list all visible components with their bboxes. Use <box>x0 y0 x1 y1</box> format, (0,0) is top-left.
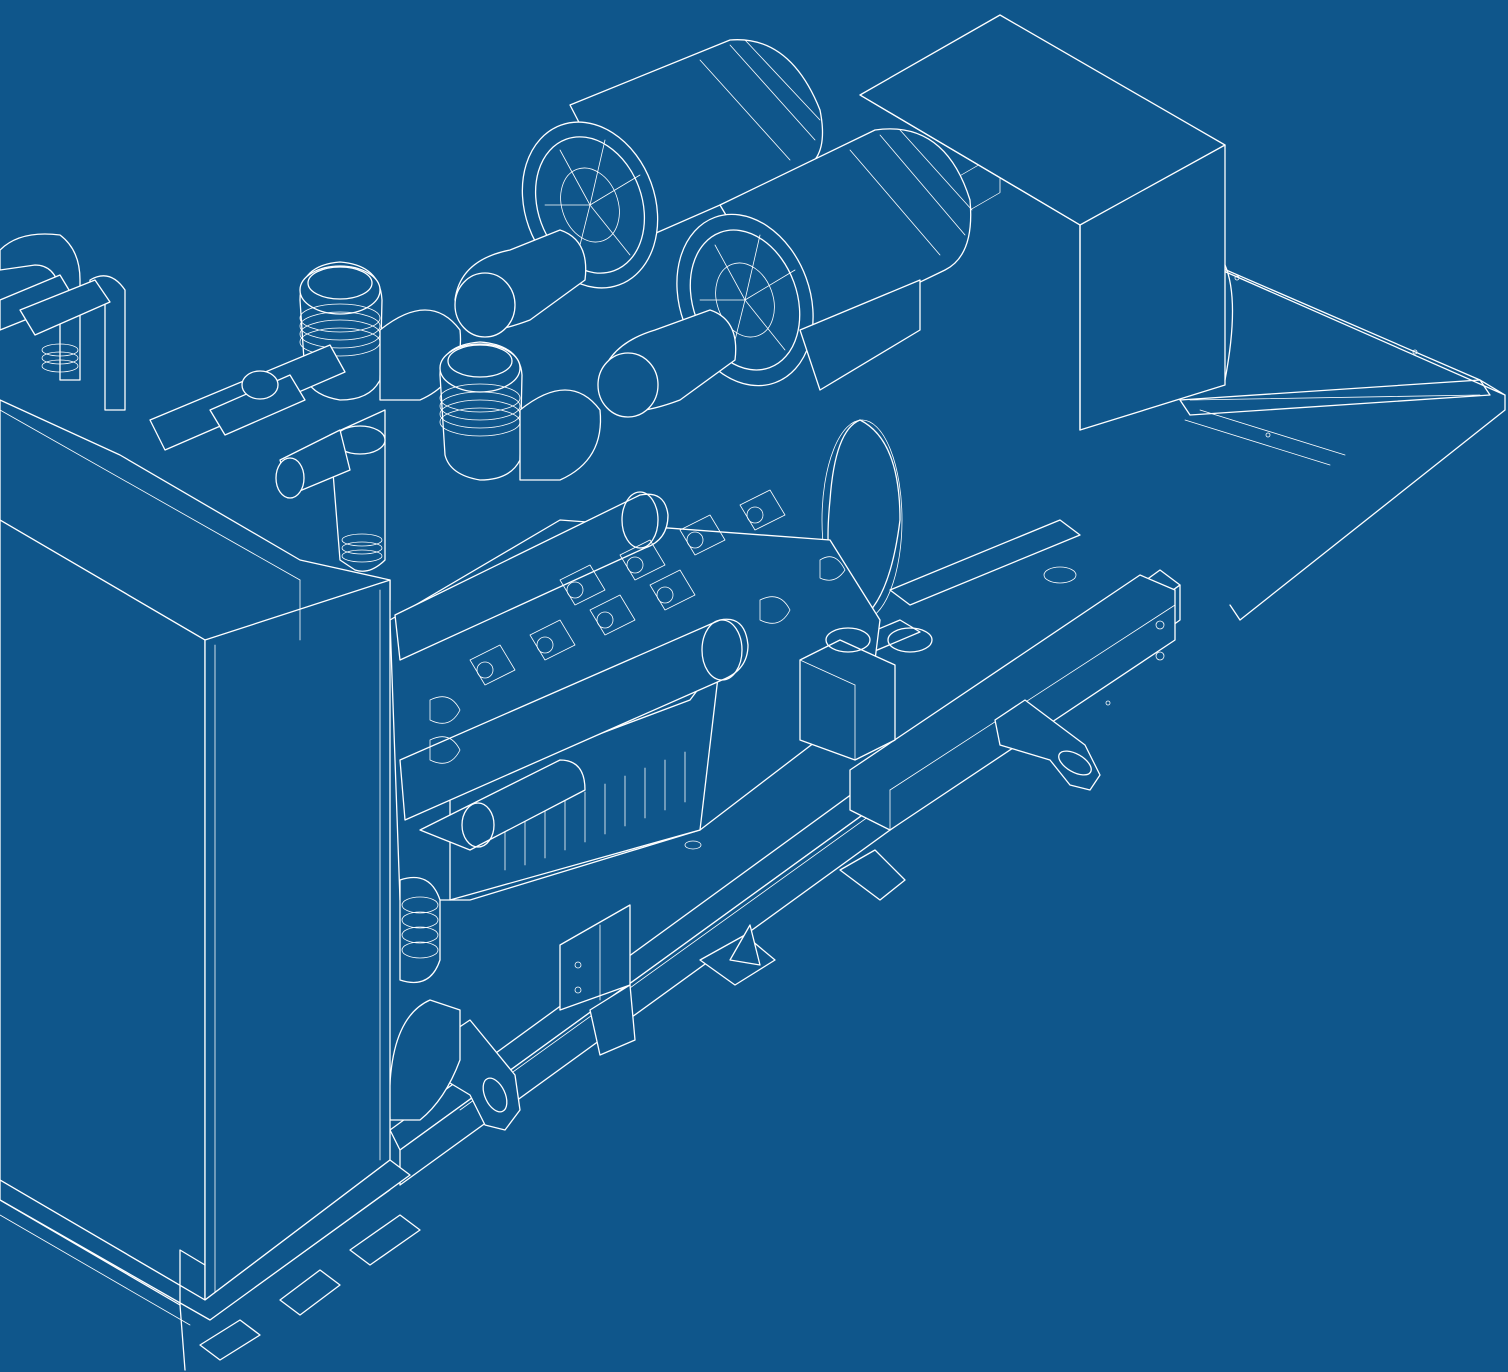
radiator <box>0 399 411 1371</box>
mounting-feet <box>199 849 906 1361</box>
air-cleaner-right <box>597 128 973 418</box>
engine <box>388 489 1077 1121</box>
air-cleaner-left <box>454 39 824 338</box>
base-frame <box>389 249 1506 1186</box>
coolant-pipes <box>0 233 386 572</box>
alternator <box>821 14 1234 621</box>
turbocharger-left <box>299 261 462 401</box>
turbocharger-right <box>439 341 602 481</box>
